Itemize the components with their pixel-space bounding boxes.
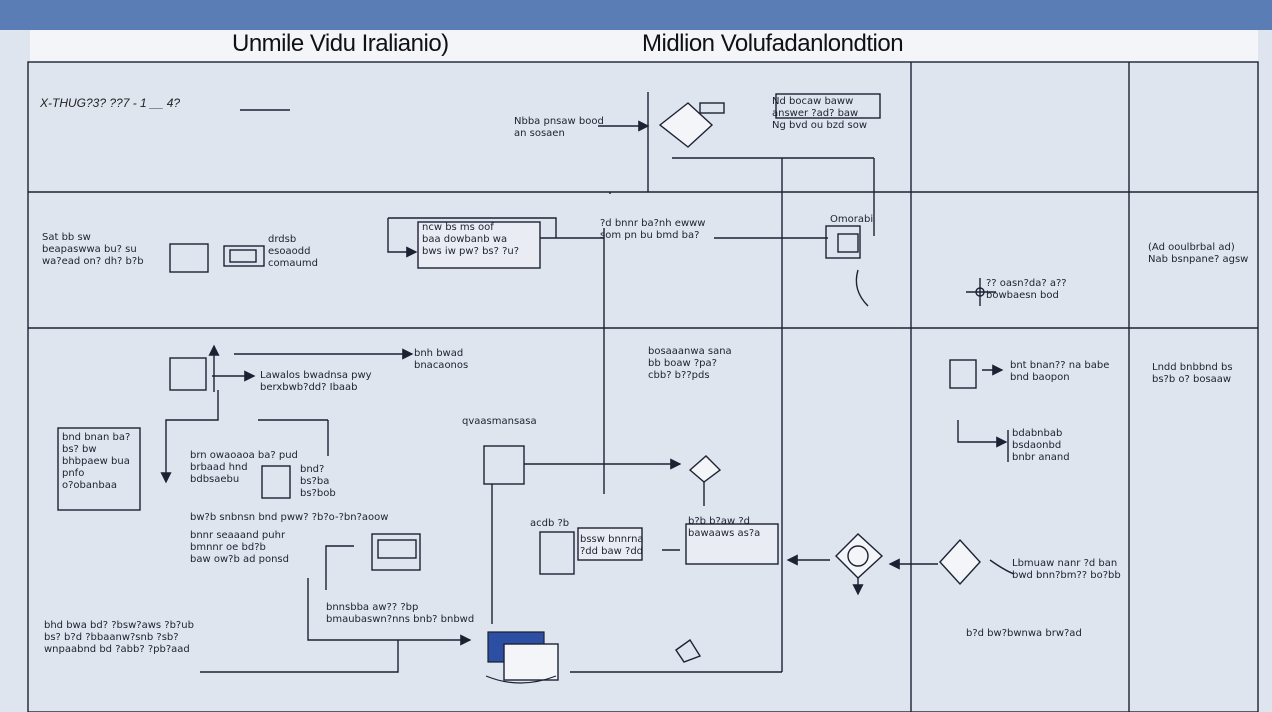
node-label: bnd? bs?ba bs?bob (300, 464, 336, 499)
decision-diamond (939, 538, 981, 586)
node-label: ?d bnnr ba?nh ewww som pn bu bmd ba? (600, 218, 706, 241)
swimlane-frame (27, 61, 1259, 712)
node-label: bnd bnan ba? bs? bw bhbpaew bua pnfo o?o… (62, 432, 131, 491)
node-label: bhd bwa bd? ?bsw?aws ?b?ub bs? b?d ?bbaa… (44, 620, 194, 655)
process-box (223, 245, 265, 267)
node-label: bdabnbab bsdaonbd bnbr anand (1012, 428, 1070, 463)
node-label: acdb ?b (530, 518, 570, 529)
node-label: ncw bs ms oof baa dowbanb wa bws iw pw? … (422, 222, 520, 257)
connector (387, 218, 418, 258)
node-label: (Ad ooulbrbal ad) Nab bsnpane? agsw (1148, 242, 1249, 265)
process-box (261, 465, 291, 499)
node-label: b?b b?aw ?d bawaaws as?a (688, 516, 761, 539)
connector (200, 640, 399, 673)
highlight-document (485, 631, 559, 684)
node-label: ?? oasn?da? a?? bowbaesn bod (986, 278, 1067, 301)
node-label: bssw bnnrna ?dd baw ?dd (580, 534, 644, 557)
diagram-title-left: Unmile Vidu Iralianio) (232, 30, 449, 57)
connector (307, 578, 472, 646)
node-label: bnh bwad bnacaonos (414, 348, 469, 371)
node-label: Omorabi (830, 214, 874, 225)
mini-box (377, 539, 417, 559)
mini-box (699, 102, 725, 114)
node-label: Sat bb sw beapaswwa bu? su wa?ead on? dh… (42, 232, 144, 267)
node-label: b?d bw?bwnwa brw?ad (966, 628, 1082, 639)
connector (325, 545, 354, 590)
process-box (57, 427, 141, 511)
process-box (371, 533, 421, 571)
node-label: bnnr seaaand puhr bmnnr oe bd?b baw ow?b… (190, 530, 289, 565)
process-box (825, 225, 861, 259)
process-box (775, 93, 881, 119)
mini-box (229, 249, 257, 263)
decision-diamond (658, 102, 714, 148)
node-label: Lbmuaw nanr ?d ban bwd bnn?bm?? bo?bb (1012, 558, 1121, 581)
mini-box (837, 233, 859, 253)
process-box (949, 359, 977, 389)
node-label: Nbba pnsaw bood an sosaen (514, 116, 604, 139)
decision-diamond (675, 638, 702, 663)
process-box (417, 221, 541, 269)
node-label: brn owaoaoa ba? pud brbaad hnd bdbsaebu (190, 450, 298, 485)
connector (160, 390, 219, 484)
node-label: bnnsbba aw?? ?bp bmaubaswn?nns bnb? bnbw… (326, 602, 475, 625)
node-label: bnt bnan?? na babe bnd baopon (1010, 360, 1110, 383)
header-bar (0, 0, 1272, 30)
decision-diamond (835, 533, 884, 579)
connector (388, 217, 557, 238)
node-circle (847, 545, 869, 567)
node-label: Lndd bnbbnd bs bs?b o? bosaaw (1152, 362, 1233, 385)
lane-row-label: X-THUG?3? ??7 - 1 __ 4? (40, 96, 181, 110)
process-box (169, 243, 209, 273)
decision-diamond (688, 455, 722, 483)
connector (957, 420, 1008, 448)
diagram-title-right: Midlion Volufadanlondtion (642, 30, 904, 57)
node-label: Lawalos bwadnsa pwy berxbwb?dd? Ibaab (260, 370, 372, 393)
process-box (169, 357, 207, 391)
process-box (539, 531, 575, 575)
node-label: qvaasmansasa (462, 416, 537, 427)
node-label: bosaaanwa sana bb boaw ?pa? cbb? b??pds (648, 346, 732, 381)
connector (989, 559, 1015, 575)
title-strip (30, 30, 1258, 62)
process-box (685, 523, 779, 565)
node-label: bw?b snbnsn bnd pww? ?b?o-?bn?aoow (190, 512, 389, 523)
process-box (483, 445, 525, 485)
node-label: Nd bocaw baww answer ?ad? baw Ng bvd ou … (772, 96, 868, 131)
connector (855, 269, 869, 307)
node-label: drdsb esoaodd comaumd (268, 234, 318, 269)
process-box (577, 527, 643, 561)
